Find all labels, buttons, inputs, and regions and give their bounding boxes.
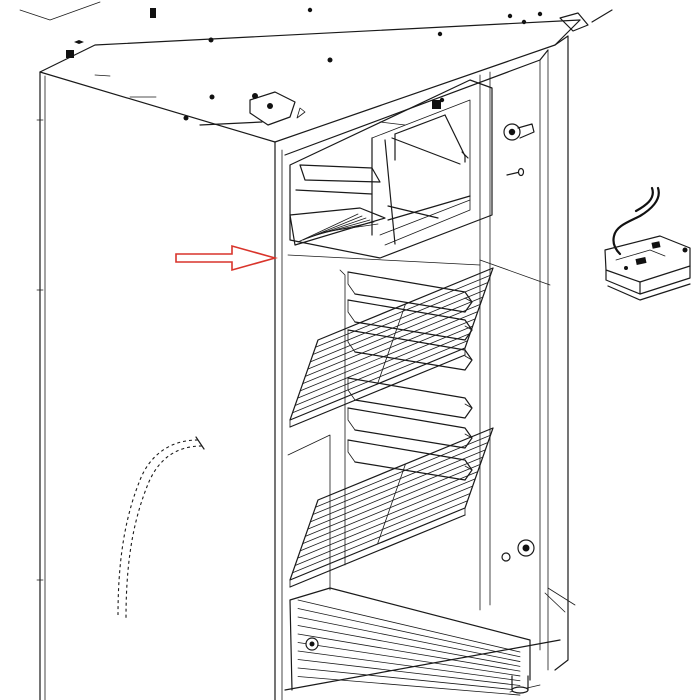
leveling-foot	[511, 675, 529, 694]
indicator-arrow	[175, 244, 278, 272]
wire-shelf-middle	[289, 267, 494, 428]
electrical-connector	[604, 186, 691, 301]
floor-rib	[297, 608, 521, 658]
drawer-rail	[347, 407, 473, 449]
freezer-compartment	[289, 79, 493, 259]
floor-rib	[297, 633, 521, 672]
interior-left-wall-recess	[287, 269, 346, 591]
floor-rib	[297, 650, 521, 682]
floor-rib	[297, 642, 521, 677]
wire-shelf-lower	[289, 427, 494, 588]
floor-rib	[297, 625, 521, 667]
crisper-floor	[289, 587, 531, 696]
drawer-rail	[347, 377, 473, 419]
floor-rib	[297, 676, 521, 696]
drain-tube	[117, 436, 205, 619]
drawer-rail	[347, 439, 473, 481]
freezer-shelf	[289, 207, 386, 246]
cabinet-top	[19, 1, 613, 143]
floor-rib	[297, 667, 521, 691]
thermostat-knob	[503, 123, 535, 141]
drawer-rails	[347, 271, 473, 481]
cabinet-side-panel	[36, 19, 581, 700]
drawer-rail	[347, 271, 473, 313]
floor-rib	[297, 599, 521, 653]
door-pin	[506, 167, 525, 177]
floor-rib	[297, 659, 521, 686]
lower-hinge-fitting	[501, 539, 535, 562]
floor-rib	[297, 616, 521, 662]
interior-back-wall	[287, 71, 551, 611]
